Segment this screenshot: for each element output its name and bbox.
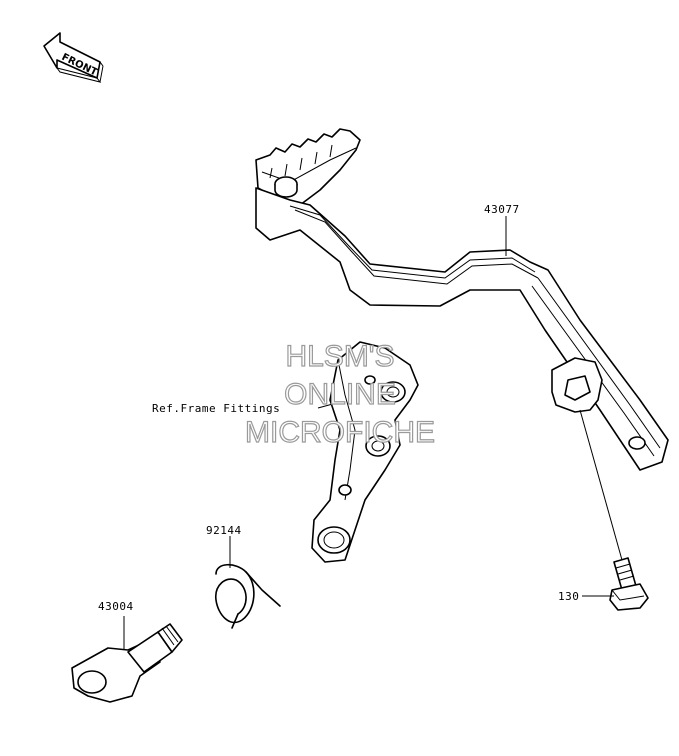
bolt-part (609, 557, 649, 611)
watermark: HLSM'S ONLINE MICROFICHE (244, 339, 435, 449)
callout-frame-fittings: Ref.Frame Fittings (152, 402, 280, 415)
leader-lines (123, 216, 623, 650)
callout-92144: 92144 (206, 524, 242, 537)
watermark-line-3: MICROFICHE (245, 416, 435, 449)
spring-part (215, 563, 281, 629)
front-arrow-icon: FRONT (43, 32, 104, 83)
callout-130: 130 (558, 590, 579, 603)
shaft-part (71, 623, 183, 703)
callout-43077: 43077 (484, 203, 520, 216)
brake-pedal-part (255, 128, 669, 471)
callout-43004: 43004 (98, 600, 134, 613)
watermark-line-1: HLSM'S (285, 340, 394, 373)
frame-fitting-bracket-part (311, 341, 419, 563)
watermark-line-2: ONLINE (284, 378, 396, 411)
